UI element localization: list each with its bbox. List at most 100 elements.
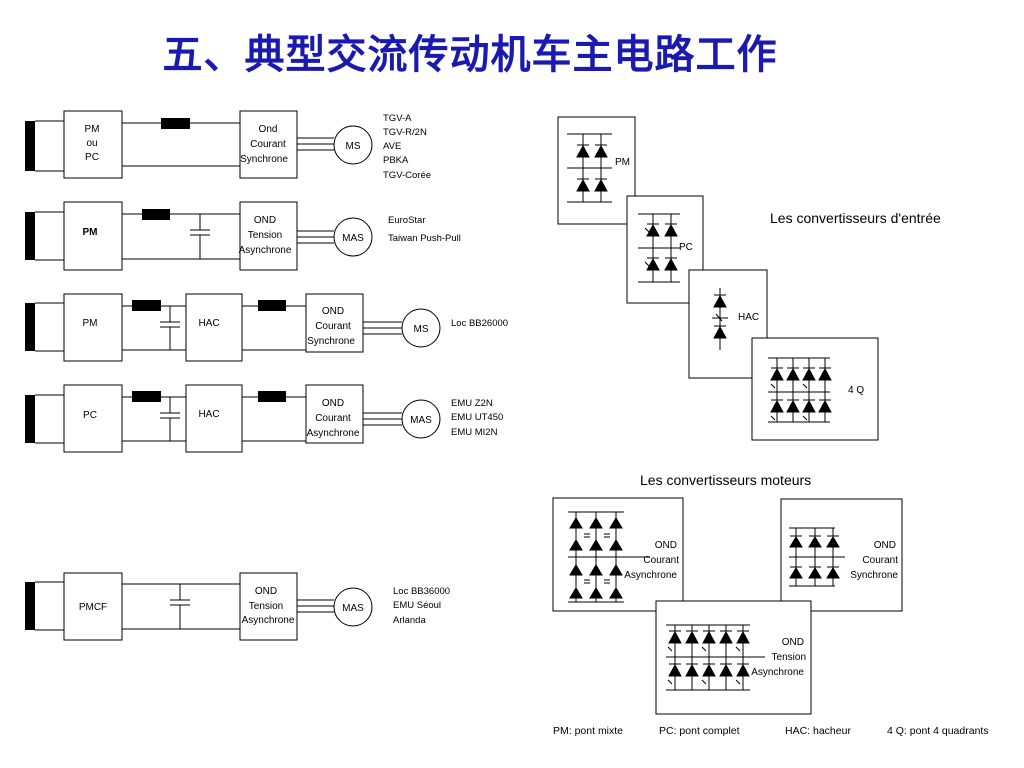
application-4: PBKA (383, 155, 409, 166)
input-converters: Les convertisseurs d'entrée PM PC HAC (557, 116, 941, 441)
inverter-label-1: OND (322, 306, 344, 317)
application-5: TGV-Corée (383, 170, 431, 181)
ond-tension-async: OND Tension Asynchrone (655, 600, 812, 715)
chopper-block (185, 384, 243, 453)
ond-label: OND (782, 637, 804, 648)
inverter-label-3: Synchrone (307, 336, 355, 347)
legend-4q: 4 Q: pont 4 quadrants (887, 725, 989, 737)
motor-label: MAS (342, 233, 364, 244)
capacitor (160, 306, 180, 350)
motor (333, 217, 373, 257)
q4-label: 4 Q (848, 385, 864, 396)
inverter-label-1: OND (254, 215, 276, 226)
inductor (132, 391, 161, 402)
application-1: Loc BB26000 (451, 318, 508, 329)
inverter-block (239, 201, 298, 271)
source-label-1: PMCF (79, 602, 107, 613)
motor-converters-heading: Les convertisseurs moteurs (640, 472, 811, 488)
inductor (258, 391, 286, 402)
application-2: EMU Séoul (393, 600, 441, 611)
inverter-label-2: Tension (249, 601, 283, 612)
inverter-label-1: Ond (259, 124, 278, 135)
inverter-block (305, 293, 364, 353)
chain-2: PM OND Tension Asynchrone MAS EuroStar T… (25, 201, 461, 271)
source-bar (25, 212, 35, 260)
motor-label: MAS (342, 603, 364, 614)
application-3: EMU MI2N (451, 427, 498, 438)
four-quadrant-bridge: 4 Q (751, 337, 879, 441)
inductor (142, 209, 170, 220)
source-bar (25, 303, 35, 351)
page-title: 五、典型交流传动机车主电路工作 (162, 32, 778, 78)
source-converter-block (63, 572, 123, 641)
source-converter-block (63, 384, 123, 453)
chain-3: PM HAC OND Courant Synchrone MS Loc BB26… (25, 293, 508, 362)
motor-label: MS (414, 324, 429, 335)
chopper-label: HAC (198, 318, 219, 329)
legend-pc: PC: pont complet (659, 725, 740, 737)
application-2: EMU UT450 (451, 412, 503, 423)
inverter-label-2: Courant (250, 139, 286, 150)
chopper-block (185, 293, 243, 362)
inverter-label-2: Courant (315, 413, 351, 424)
inverter-label-3: Synchrone (240, 154, 288, 165)
inverter-label-3: Asynchrone (242, 615, 295, 626)
chain-1: PM ou PC Ond Courant Synchrone MS TGV-A … (25, 110, 431, 181)
legend-pm: PM: pont mixte (553, 725, 623, 737)
ond-label: OND (874, 540, 896, 551)
synchrone-label: Synchrone (850, 570, 898, 581)
source-label-2: ou (86, 138, 97, 149)
source-bar (25, 121, 35, 171)
motor-converters: Les convertisseurs moteurs OND Courant A… (552, 472, 903, 715)
inverter-block (305, 384, 364, 444)
source-bar (25, 582, 35, 630)
pm-bridge: PM (557, 116, 636, 225)
chopper-label: HAC (198, 409, 219, 420)
application-3: AVE (383, 141, 401, 152)
motor (401, 308, 441, 348)
application-1: Loc BB36000 (393, 586, 450, 597)
inductor (161, 118, 190, 129)
source-bar (25, 395, 35, 443)
asynchrone-label: Asynchrone (751, 667, 804, 678)
source-label-3: PC (85, 152, 99, 163)
application-3: Arlanda (393, 615, 426, 626)
chain-4: PC HAC OND Courant Asynchrone MAS EMU Z2… (25, 384, 503, 453)
motor-label: MAS (410, 415, 432, 426)
courant-label: Courant (862, 555, 898, 566)
capacitor (160, 397, 180, 441)
source-converter-block (63, 201, 123, 271)
inverter-label-1: OND (322, 398, 344, 409)
ond-courant-sync: OND Courant Synchrone (780, 498, 903, 612)
application-2: Taiwan Push-Pull (388, 233, 461, 244)
pc-label: PC (679, 242, 693, 253)
asynchrone-label: Asynchrone (624, 570, 677, 581)
capacitor (170, 584, 190, 629)
inverter-label-2: Tension (248, 230, 282, 241)
ond-courant-async: OND Courant Asynchrone (552, 497, 684, 612)
inverter-label-3: Asynchrone (239, 245, 292, 256)
ond-label: OND (655, 540, 677, 551)
legend-hac: HAC: hacheur (785, 725, 851, 737)
motor (401, 399, 441, 439)
source-label-1: PM (83, 318, 98, 329)
source-converter-block (63, 110, 123, 179)
chain-5: PMCF OND Tension Asynchrone MAS Loc BB36… (25, 572, 450, 641)
courant-label: Courant (643, 555, 679, 566)
motor-label: MS (346, 141, 361, 152)
source-label-1: PM (85, 124, 100, 135)
inductor (258, 300, 286, 311)
source-label-1: PM (83, 227, 98, 238)
hac-label: HAC (738, 312, 759, 323)
tension-label: Tension (772, 652, 806, 663)
inverter-label-2: Courant (315, 321, 351, 332)
application-1: EuroStar (388, 215, 426, 226)
legend: PM: pont mixte PC: pont complet HAC: hac… (553, 725, 989, 737)
inverter-label-1: OND (255, 586, 277, 597)
source-label-1: PC (83, 410, 97, 421)
source-converter-block (63, 293, 123, 362)
motor (333, 125, 373, 165)
input-converters-heading: Les convertisseurs d'entrée (770, 210, 941, 226)
motor (333, 587, 373, 627)
application-1: TGV-A (383, 113, 412, 124)
